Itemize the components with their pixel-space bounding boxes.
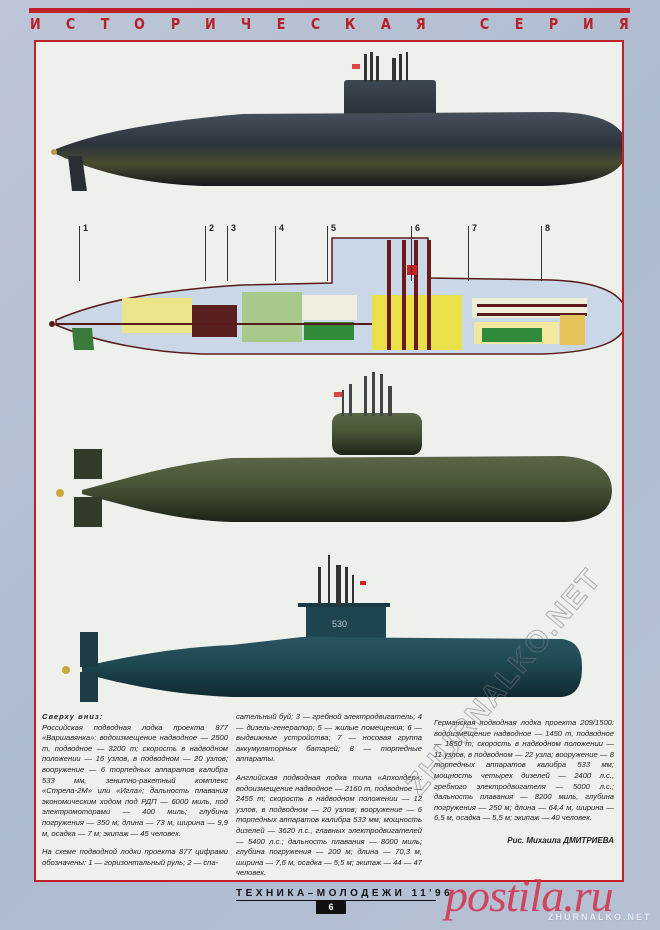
caption-column-2: сательный буй; 3 — гребной электродвигат… — [236, 712, 422, 887]
series-title-letter: А — [381, 15, 392, 33]
series-title-letter: И — [205, 15, 216, 33]
series-title-letter: И — [29, 15, 41, 33]
submarine-type-209-illustration: 530 — [62, 555, 582, 702]
sail-number: 530 — [332, 619, 347, 629]
magazine-name-issue: ТЕХНИКА–МОЛОДЕЖИ 11'96 — [236, 888, 454, 901]
series-title-letter: О — [134, 15, 146, 33]
caption-877-specs: Российская подводная лодка проекта 877 «… — [42, 722, 228, 838]
caption-column-1: Сверху вниз: Российская подводная лодка … — [42, 712, 228, 876]
series-title-letter — [451, 15, 455, 33]
callout-number: 2 — [209, 223, 215, 233]
callout-number: 6 — [415, 223, 421, 233]
caption-column-3: Германская подводная лодка проекта 209/1… — [434, 718, 614, 847]
illustration-panel: 1 2 3 4 5 6 7 8 — [34, 40, 624, 882]
callout-leader-line — [205, 226, 206, 281]
callout-leader-line — [468, 226, 469, 281]
callout-leader-line — [79, 226, 80, 281]
callout-number: 3 — [231, 223, 237, 233]
series-title-letter: Т — [100, 15, 110, 33]
series-title-letter: С — [65, 15, 76, 33]
series-rule — [29, 8, 630, 13]
series-title-letter: Я — [619, 15, 630, 33]
series-title-letter: С — [480, 15, 490, 33]
caption-877-legend-start: На схеме подводной лодки проекта 877 циф… — [42, 847, 228, 867]
series-title-letter: Р — [548, 15, 558, 33]
illustration-credit: Рис. Михаила ДМИТРИЕВА — [507, 835, 614, 845]
callout-number: 7 — [472, 223, 478, 233]
submarine-877-cutaway-diagram — [49, 237, 622, 355]
callout-number: 5 — [331, 223, 337, 233]
series-title-letter: К — [345, 15, 356, 33]
callout-leader-line — [541, 226, 542, 281]
callout-leader-line — [275, 226, 276, 281]
series-title-letter: Е — [514, 15, 524, 33]
series-title-letter: Р — [170, 15, 180, 33]
series-title-letter: Ч — [241, 15, 252, 33]
series-title-letter: И — [583, 15, 594, 33]
series-title-letter: С — [310, 15, 321, 33]
callout-leader-line — [227, 226, 228, 281]
caption-upholder-specs: Английская подводная лодка типа «Апхолде… — [236, 772, 422, 878]
callout-leader-line — [327, 226, 328, 281]
callout-leader-line — [411, 226, 412, 281]
watermark-postila: postila.ru — [445, 870, 614, 921]
series-title-letter: Я — [416, 15, 427, 33]
series-title-letter: Е — [276, 15, 286, 33]
caption-877-legend-end: сательный буй; 3 — гребной электродвигат… — [236, 712, 422, 764]
caption-heading: Сверху вниз: — [42, 712, 104, 721]
callout-number: 8 — [545, 223, 551, 233]
page-number: 6 — [316, 901, 346, 914]
callout-number: 4 — [279, 223, 285, 233]
callout-number: 1 — [83, 223, 89, 233]
caption-type-209-specs: Германская подводная лодка проекта 209/1… — [434, 718, 614, 823]
submarine-project-877-illustration — [51, 52, 622, 191]
submarine-upholder-illustration — [56, 372, 612, 527]
watermark-zhurnalko: ZHURNALKO.NET — [548, 912, 652, 922]
